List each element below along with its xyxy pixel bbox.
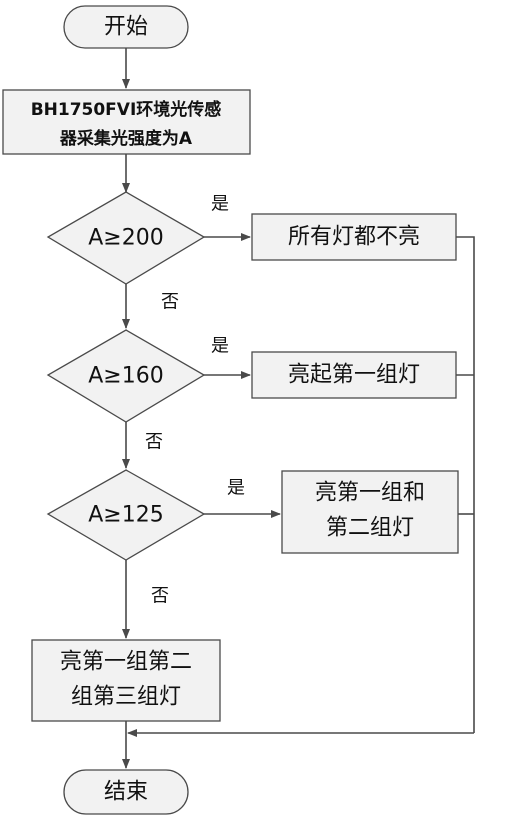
decision-1-no-label: 否 (161, 292, 179, 313)
decision-3-yes-label: 是 (227, 478, 245, 499)
decision-1-node: A≥200 (46, 191, 206, 285)
sensor-process-line1: BH1750FVI环境光传感 (31, 99, 222, 120)
decision-2-node: A≥160 (46, 329, 206, 423)
start-node: 开始 (63, 5, 189, 49)
start-label: 开始 (104, 15, 148, 40)
action-1-node: 所有灯都不亮 (251, 213, 457, 261)
decision-3-node: A≥125 (46, 469, 206, 561)
decision-2-label: A≥160 (88, 364, 163, 389)
action-3-line1: 亮第一组和 (315, 481, 425, 506)
sensor-process-line2: 器采集光强度为A (59, 128, 193, 149)
action-4-line1: 亮第一组第二 (60, 650, 192, 675)
action-3-node: 亮第一组和 第二组灯 (281, 470, 459, 554)
sensor-process-node: BH1750FVI环境光传感 器采集光强度为A (2, 89, 251, 155)
connectors (122, 48, 475, 769)
action-3-line2: 第二组灯 (326, 516, 414, 541)
decision-2-no-label: 否 (145, 432, 163, 453)
end-node: 结束 (63, 769, 189, 815)
decision-2-yes-label: 是 (211, 336, 229, 357)
decision-1-label: A≥200 (88, 226, 163, 251)
action-2-label: 亮起第一组灯 (288, 363, 420, 388)
action-1-label: 所有灯都不亮 (288, 225, 420, 250)
decision-3-label: A≥125 (88, 503, 163, 528)
action-4-line2: 组第三组灯 (71, 685, 181, 710)
edge-action1-to-merge (456, 236, 475, 733)
action-4-node: 亮第一组第二 组第三组灯 (31, 639, 221, 722)
action-2-node: 亮起第一组灯 (251, 351, 457, 399)
decision-3-no-label: 否 (151, 586, 169, 607)
end-label: 结束 (104, 780, 148, 805)
decision-1-yes-label: 是 (211, 194, 229, 215)
